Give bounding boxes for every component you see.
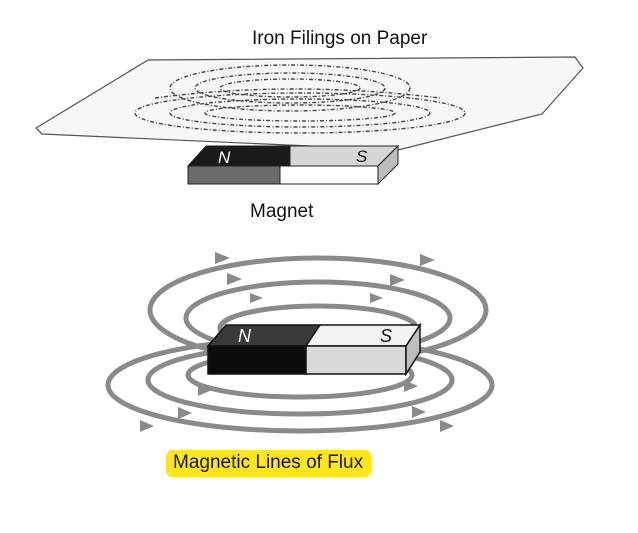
arrow-icon: [198, 384, 212, 396]
paper-sheet: [35, 56, 584, 151]
arrow-icon: [178, 407, 192, 419]
arrow-icon: [440, 420, 454, 432]
arrow-icon: [250, 293, 263, 303]
arrow-icon: [390, 274, 405, 286]
arrow-icon: [227, 273, 242, 285]
arrow-icon: [370, 293, 383, 303]
arrow-icon: [420, 254, 435, 266]
north-pole-label-large: N: [238, 326, 252, 346]
iron-filings-pattern: [134, 64, 466, 134]
flux-arrows: [140, 252, 454, 432]
magnet-large: N S: [206, 322, 422, 377]
arrow-icon: [140, 420, 154, 432]
north-pole-label-small: N: [218, 148, 231, 167]
paper-title: Iron Filings on Paper: [252, 28, 428, 49]
magnet-small: N S: [186, 144, 400, 186]
south-pole-label-small: S: [356, 147, 368, 166]
south-pole-label-large: S: [380, 326, 392, 346]
arrow-icon: [404, 380, 418, 392]
flux-caption: Magnetic Lines of Flux: [166, 450, 372, 477]
arrow-icon: [215, 252, 230, 264]
magnet-caption: Magnet: [250, 201, 314, 222]
arrow-icon: [412, 406, 426, 418]
